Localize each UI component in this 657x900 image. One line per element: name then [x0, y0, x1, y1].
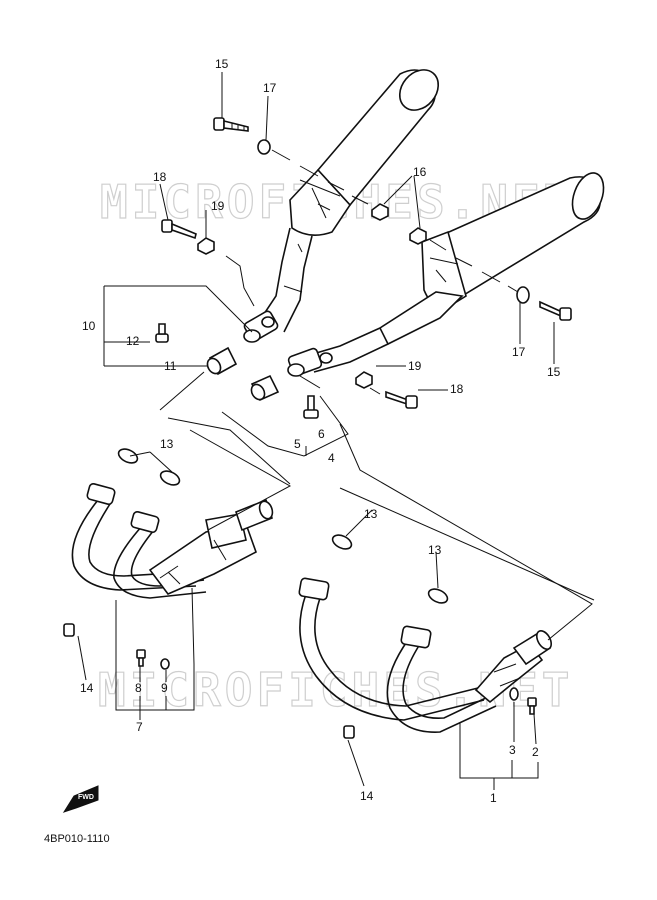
cap-14-right — [343, 725, 355, 739]
washer-17-left — [257, 139, 271, 155]
exhaust-pipe-right — [298, 577, 553, 733]
callout-15a: 15 — [215, 57, 229, 71]
bolt-2 — [527, 697, 537, 715]
callout-5: 5 — [294, 437, 301, 451]
callout-17a: 17 — [263, 81, 277, 95]
callout-17b: 17 — [512, 345, 526, 359]
diagram-code: 4BP010-1110 — [44, 833, 110, 845]
washer-9 — [160, 658, 170, 670]
bolt-8 — [136, 649, 146, 667]
callout-15b: 15 — [547, 365, 561, 379]
gasket-13-left-b — [159, 470, 181, 486]
washer-17-right — [516, 286, 530, 304]
callout-8: 8 — [135, 681, 142, 695]
forward-badge-label: FWD — [78, 794, 94, 801]
exhaust-pipe-left — [71, 483, 274, 599]
gasket-11 — [206, 346, 238, 376]
callout-4: 4 — [328, 451, 335, 465]
washer-3 — [509, 687, 519, 701]
bolt-15-left — [213, 117, 249, 132]
callout-7: 7 — [136, 720, 143, 734]
bolt-18-right — [385, 390, 418, 409]
callout-2: 2 — [532, 745, 539, 759]
leader-lines — [77, 72, 595, 790]
muffler-left — [243, 69, 440, 343]
gasket-13-left-a — [117, 448, 139, 464]
callout-18b: 18 — [450, 382, 464, 396]
nut-16-lower — [409, 227, 427, 245]
bolt-15-right — [539, 300, 572, 321]
callout-13c: 13 — [428, 543, 442, 557]
bolt-6 — [303, 395, 319, 419]
nut-19-left — [197, 237, 215, 255]
callout-1: 1 — [490, 791, 497, 805]
nut-19-right — [355, 371, 373, 389]
muffler-right — [287, 172, 605, 377]
callout-19b: 19 — [408, 359, 422, 373]
callout-16: 16 — [413, 165, 427, 179]
callout-10: 10 — [82, 319, 96, 333]
callout-11: 11 — [164, 359, 177, 373]
gasket-13-right-b — [427, 588, 449, 604]
cap-14-left — [63, 623, 75, 637]
callout-12: 12 — [126, 334, 140, 348]
callout-14b: 14 — [360, 789, 374, 803]
callout-19a: 19 — [211, 199, 225, 213]
callout-14a: 14 — [80, 681, 94, 695]
gasket-13-right-a — [331, 534, 353, 550]
callout-13b: 13 — [364, 507, 378, 521]
callout-9: 9 — [161, 681, 168, 695]
callout-3: 3 — [509, 743, 516, 757]
nut-16-upper — [371, 203, 389, 221]
bolt-18-left — [161, 219, 197, 240]
callout-18a: 18 — [153, 170, 167, 184]
gasket-5 — [250, 374, 280, 402]
forward-arrow-icon: FWD — [62, 785, 99, 813]
callout-numbers: 15 17 18 19 16 10 12 11 17 15 19 18 5 6 … — [80, 57, 561, 805]
callout-6: 6 — [318, 427, 325, 441]
bolt-12 — [155, 323, 169, 343]
callout-13a: 13 — [160, 437, 174, 451]
